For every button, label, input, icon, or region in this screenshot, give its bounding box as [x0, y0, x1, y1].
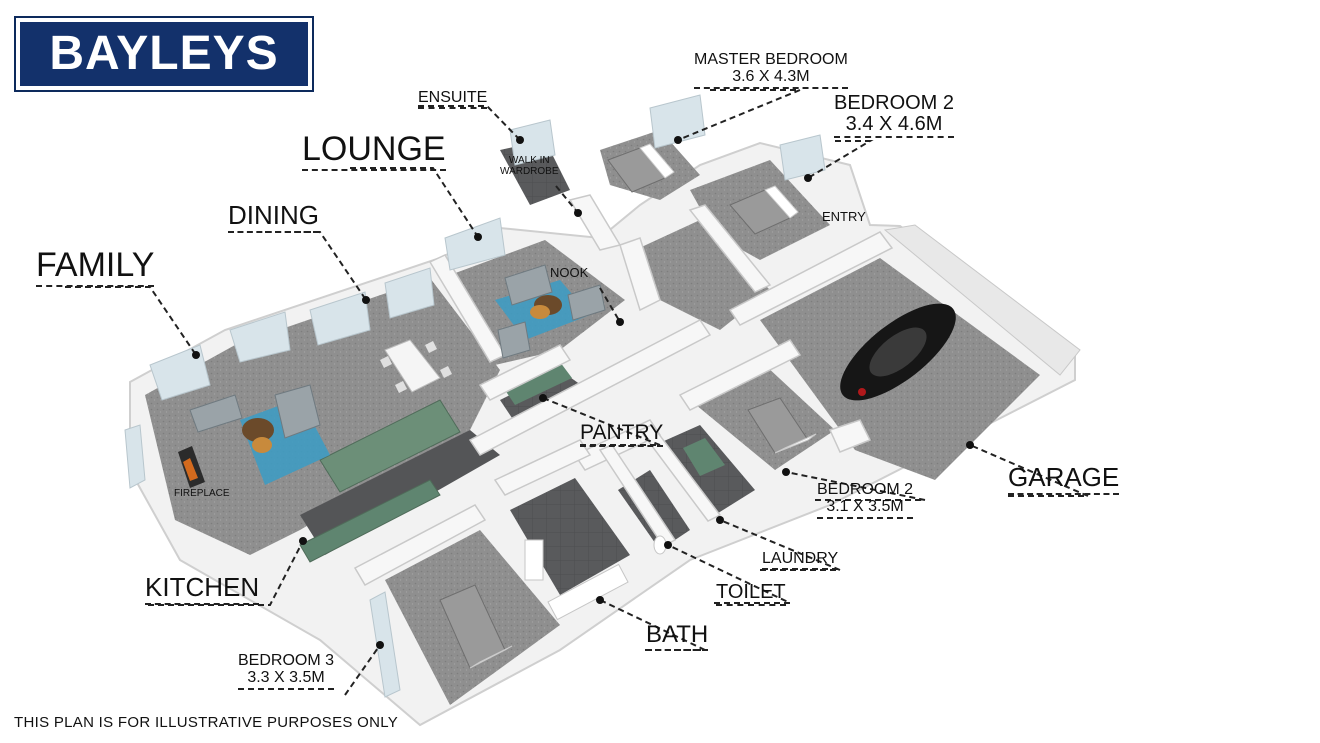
bathtub [547, 563, 629, 621]
kitchen-island [319, 399, 461, 493]
leader-lines [65, 89, 1089, 696]
label-kitchen: KITCHEN [145, 572, 260, 605]
family-sofas [189, 384, 321, 439]
label-entry: ENTRY [822, 209, 866, 224]
label-family: FAMILY [36, 246, 155, 287]
garage-car [840, 303, 956, 401]
label-bath: BATH [646, 621, 709, 651]
garage-wall [883, 224, 1081, 376]
bath-floor [510, 478, 630, 595]
disclaimer: THIS PLAN IS FOR ILLUSTRATIVE PURPOSES O… [14, 714, 399, 731]
label-nook: NOOK [550, 265, 589, 280]
laundry-bench [683, 438, 725, 476]
label-ensuite: ENSUITE [418, 89, 488, 109]
label-fireplace: FIREPLACE [174, 488, 230, 499]
logo-text: BAYLEYS [49, 27, 279, 80]
family-side-table [252, 437, 272, 453]
lounge-side-table [530, 305, 550, 319]
interior-walls [353, 194, 894, 587]
family-coffee-table [242, 418, 274, 442]
hallway-floor [635, 220, 770, 330]
label-toilet: TOILET [716, 581, 786, 606]
label-pantry: PANTRY [580, 421, 664, 447]
kitchen-bench [299, 479, 441, 563]
label-laundry: LAUNDRY [762, 550, 839, 570]
lounge-sofas [497, 264, 606, 359]
bayleys-logo: BAYLEYS [14, 16, 314, 92]
vanity [524, 539, 544, 581]
leader-dots [192, 136, 974, 649]
label-lounge: LOUNGE [302, 130, 446, 171]
dining-table [380, 339, 452, 393]
label-dining: DINING [228, 200, 319, 233]
label-garage: GARAGE [1008, 462, 1120, 495]
pantry-bench [505, 362, 572, 405]
